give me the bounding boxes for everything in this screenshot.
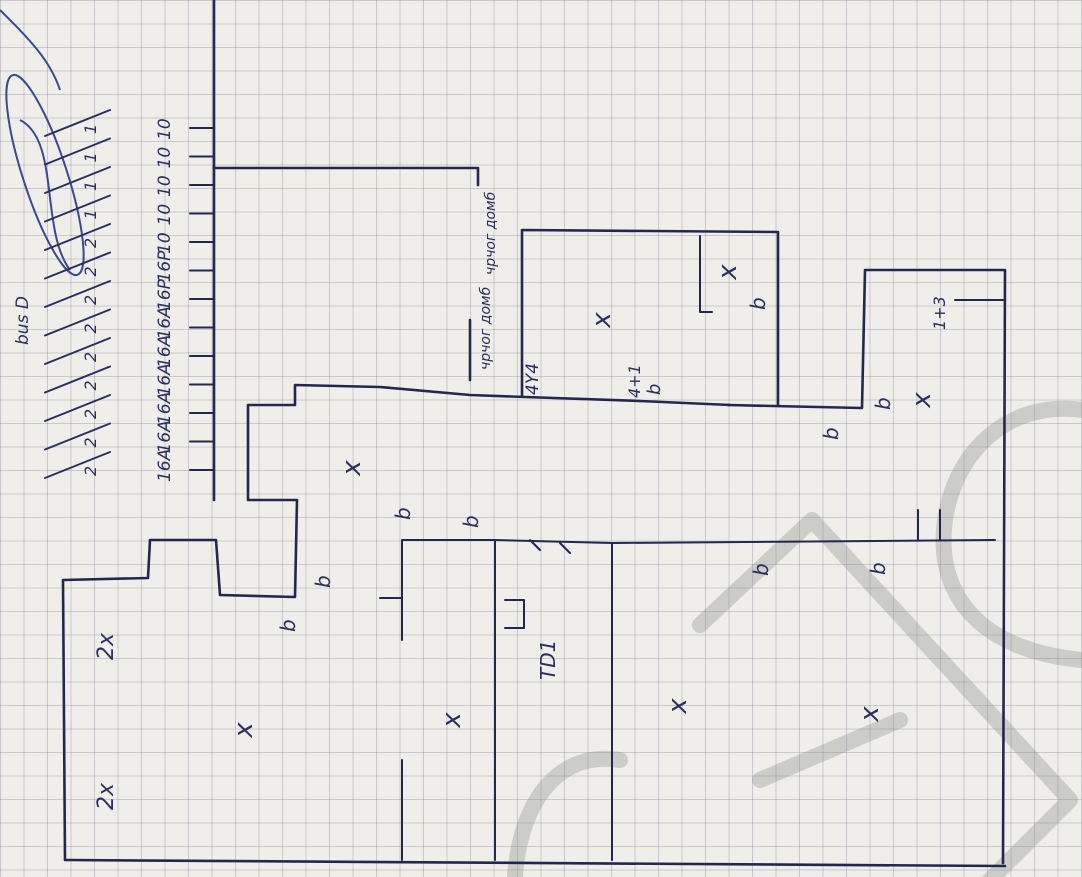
watermark-logo: [507, 400, 1082, 877]
circuit-mark: 2: [81, 437, 100, 447]
note-label: чрчог домб: [478, 286, 494, 370]
breaker-label: 10: [155, 204, 175, 226]
header-scribbles: bus D: [0, 9, 85, 345]
circuit-slash: [44, 166, 111, 194]
breaker-label: 16A: [155, 306, 175, 339]
interior-walls: [379, 235, 1004, 861]
note-label: чрчог домб: [483, 191, 499, 275]
circuit-slash: [44, 422, 111, 451]
circuit-slash: [44, 337, 111, 365]
breaker-label: 16A: [155, 449, 175, 482]
breaker-label: 10: [155, 147, 175, 169]
switch-label: b: [276, 619, 300, 632]
circuit-slash: [44, 109, 111, 137]
circuit-mark: 1: [81, 124, 100, 134]
socket-label: 2x: [94, 782, 119, 810]
switch-label: b: [749, 563, 773, 576]
breaker-label: 16P: [155, 250, 175, 283]
circuit-slash: [44, 308, 111, 337]
switch-label: b: [391, 507, 415, 520]
ceiling-light-mark: x: [713, 264, 743, 281]
breaker-label: 10: [155, 175, 175, 197]
breaker-label: 16A: [155, 363, 175, 396]
circuit-mark: 1: [81, 152, 100, 162]
circuit-slash: [44, 451, 111, 479]
circuit-mark: 1: [81, 181, 100, 191]
switch-label: b: [866, 562, 890, 575]
circuit-mark: 2: [81, 266, 100, 276]
breaker-label: 10: [155, 232, 175, 254]
ceiling-light-mark: x: [587, 312, 617, 329]
ceiling-light-mark: x: [907, 392, 937, 409]
ceiling-light-mark: x: [855, 706, 885, 723]
header-label: bus D: [13, 296, 33, 345]
ceiling-light-mark: x: [229, 722, 259, 739]
switch-label: b: [871, 397, 895, 410]
switch-label: b: [644, 384, 665, 395]
circuit-slash: [44, 280, 111, 308]
breaker-label: 16A: [155, 335, 175, 368]
circuit-mark: 2: [81, 295, 100, 305]
ceiling-light-marks: x x x x x x x x: [229, 264, 937, 739]
circuit-mark: 2: [81, 238, 100, 248]
circuit-mark: 2: [81, 352, 100, 362]
circuit-mark: 2: [81, 323, 100, 333]
circuit-slash: [44, 194, 111, 223]
circuit-slash: [44, 137, 111, 166]
corridor-mark: 1+3: [930, 296, 949, 330]
circuit-slash: [44, 365, 111, 394]
wire-cross-label: 4Y4: [523, 363, 543, 395]
breaker-label: 10: [155, 118, 175, 140]
socket-label: 2x: [94, 632, 119, 660]
circuit-mark: 2: [81, 409, 100, 419]
ceiling-light-mark: x: [337, 460, 367, 477]
circuit-mark: 1: [81, 209, 100, 219]
socket-label: 4+1: [625, 364, 644, 398]
switch-label: b: [819, 427, 843, 440]
switch-label: b: [746, 297, 770, 310]
switch-label: b: [311, 575, 335, 588]
circuit-slash: [44, 394, 111, 422]
ceiling-light-mark: x: [437, 712, 467, 729]
distribution-board-label: TD1: [536, 640, 560, 680]
circuit-mark: 2: [81, 380, 100, 390]
circuit-slash: [44, 223, 111, 251]
circuit-slash: [44, 251, 111, 280]
breaker-label: 16A: [155, 420, 175, 453]
ceiling-light-mark: x: [663, 698, 693, 715]
circuit-mark: 2: [81, 466, 100, 476]
switch-label: b: [459, 515, 483, 528]
room-annotations: b b b b b b b b b b 2x 2x 4+1 TD1 4Y4 чр…: [94, 191, 949, 810]
breaker-label: 16P: [155, 278, 175, 311]
breaker-label: 16A: [155, 392, 175, 425]
outer-walls: [61, 166, 1007, 868]
